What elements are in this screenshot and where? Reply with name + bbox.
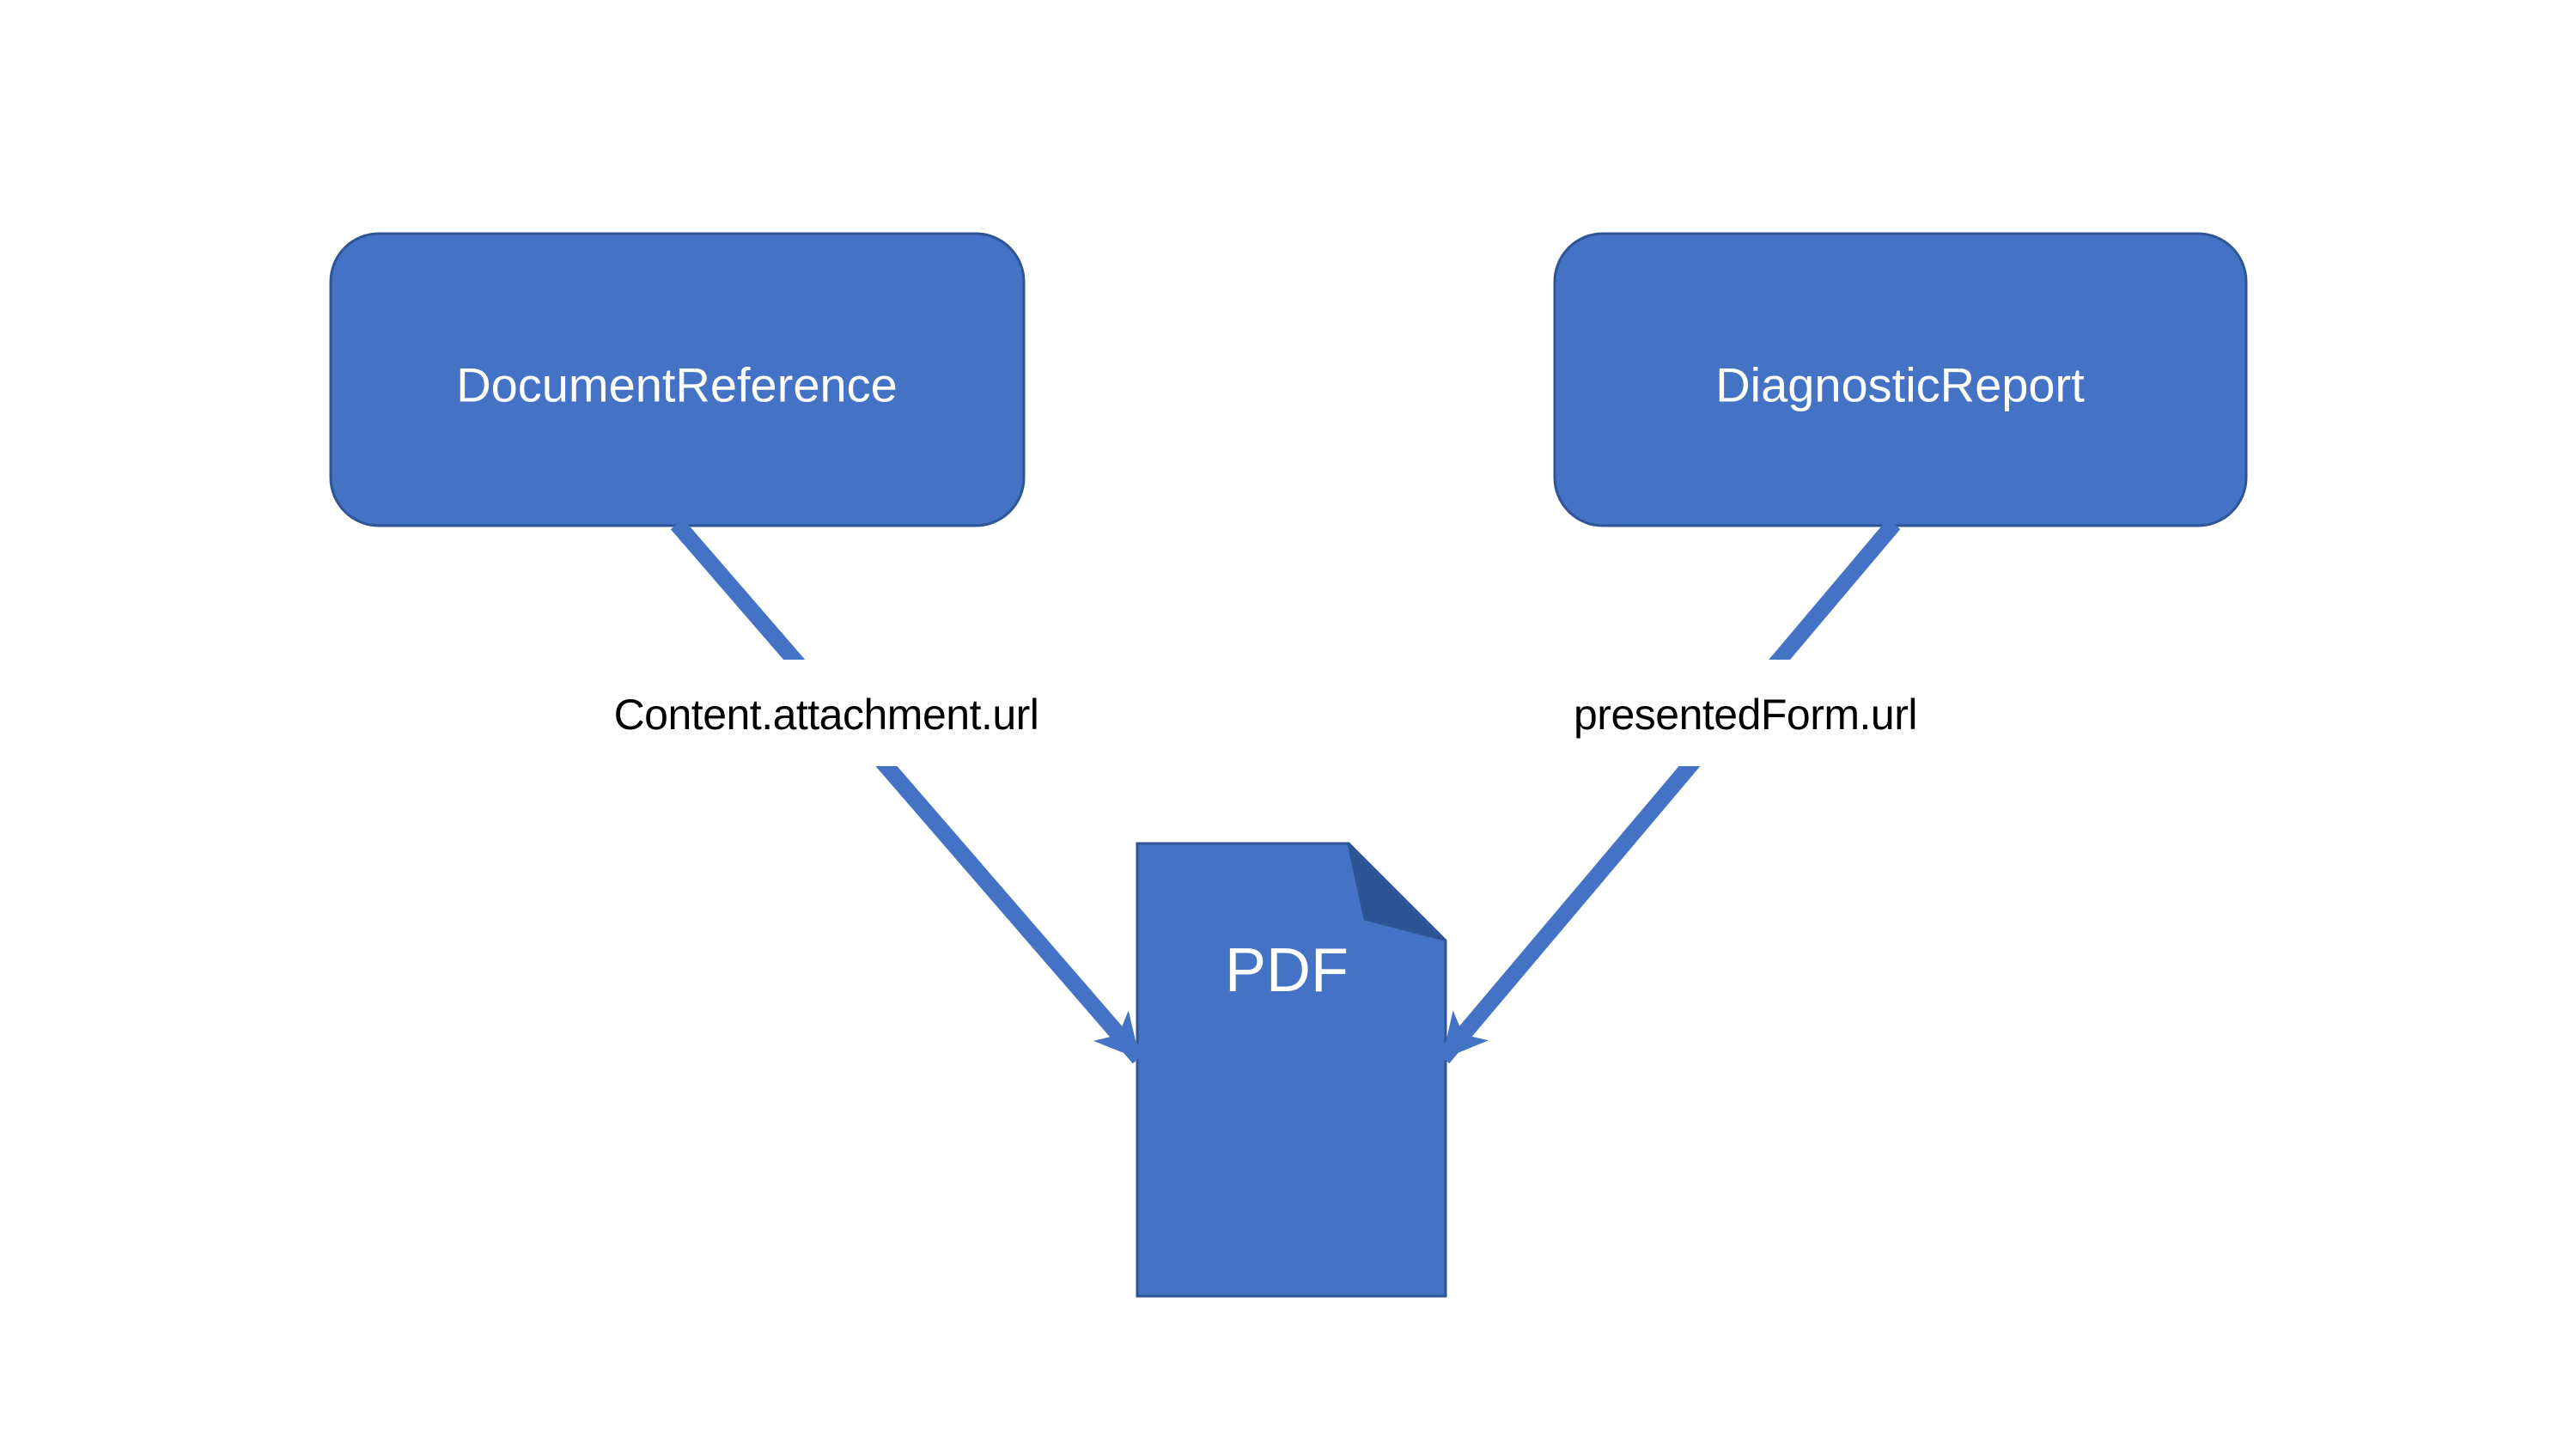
node-diagnostic-report-label: DiagnosticReport bbox=[1715, 358, 2085, 412]
connector-documentreference-to-pdf-arrow-icon bbox=[670, 518, 1146, 1064]
pdf-document-icon bbox=[1136, 842, 1447, 1298]
edge-label-left-background bbox=[575, 660, 1078, 766]
pdf-folded-corner-icon bbox=[1347, 842, 1446, 941]
connector-diagnosticreport-to-pdf-arrow-icon bbox=[1436, 518, 1901, 1064]
edge-label-content-attachment-url: Content.attachment.url bbox=[614, 691, 1039, 739]
pdf-label: PDF bbox=[1225, 936, 1349, 1005]
edge-label-presentedform-url: presentedForm.url bbox=[1574, 691, 1917, 739]
node-document-reference-label: DocumentReference bbox=[456, 358, 898, 412]
edge-label-right-background bbox=[1546, 660, 1950, 766]
node-diagnostic-report bbox=[1553, 232, 2248, 527]
